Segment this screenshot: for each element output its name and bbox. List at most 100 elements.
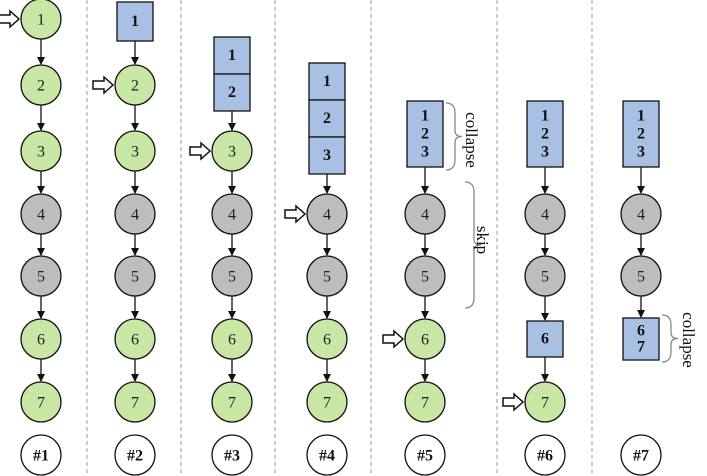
step-node-7 — [20, 381, 62, 423]
collapsed-box-label: 3 — [421, 144, 429, 161]
collapsed-box-label: 7 — [637, 339, 645, 356]
collapsed-box-label: 3 — [323, 147, 331, 164]
collapsed-box-label: 2 — [228, 84, 236, 101]
step-node-7 — [211, 381, 253, 423]
step-node-label: 5 — [37, 269, 45, 286]
step-node-label: 5 — [323, 269, 331, 286]
step-node-7 — [306, 381, 348, 423]
step-node-label: 4 — [228, 207, 236, 224]
collapsed-box-label: 1 — [228, 47, 236, 64]
pointer-arrow-icon — [382, 329, 405, 349]
step-node-label: 6 — [131, 332, 139, 349]
step-label: #2 — [127, 448, 143, 465]
step-label-circle — [114, 434, 156, 476]
step-label-circle — [211, 434, 253, 476]
collapsed-block: 123 — [622, 100, 660, 168]
step-node-label: 7 — [323, 395, 331, 412]
step-label-circle — [306, 434, 348, 476]
panel-step-5: 123 4 5 6 7 collapse skip #5 — [382, 100, 492, 476]
step-node-label: 4 — [131, 207, 139, 224]
step-node-label: 5 — [131, 269, 139, 286]
step-label: #6 — [537, 448, 553, 465]
collapsed-block: 1 — [116, 1, 154, 42]
step-node-label: 5 — [637, 269, 645, 286]
step-label-circle — [404, 434, 446, 476]
collapsed-box-label: 1 — [637, 108, 645, 125]
step-node-label: 7 — [228, 395, 236, 412]
brace-icon — [661, 314, 679, 363]
collapsed-box-label: 6 — [637, 323, 645, 340]
step-label: #7 — [633, 448, 649, 465]
pointer-arrow-icon — [189, 141, 212, 161]
step-label-circle — [20, 434, 62, 476]
brace-icon — [445, 102, 463, 171]
pointer-arrow-icon — [0, 9, 21, 29]
panel-step-2: 1 2 3 4 5 6 7 #2 — [92, 1, 156, 476]
step-node-label: 6 — [421, 332, 429, 349]
step-node-7 — [524, 381, 566, 423]
collapsed-box — [406, 100, 444, 168]
collapsed-block: 12 — [213, 36, 251, 112]
pointer-arrow-icon — [92, 75, 115, 95]
step-node-label: 1 — [37, 12, 45, 29]
step-node-7 — [114, 381, 156, 423]
step-label: #3 — [224, 448, 240, 465]
step-node-label: 2 — [131, 78, 139, 95]
step-node-label: 3 — [228, 144, 236, 161]
collapsed-box-label: 2 — [323, 110, 331, 127]
step-node-label: 4 — [637, 207, 645, 224]
step-node-label: 3 — [37, 144, 45, 161]
brace-icon — [464, 181, 482, 309]
collapsed-block: 123 — [406, 100, 444, 168]
collapsed-box — [622, 100, 660, 168]
collapsed-box — [526, 320, 564, 358]
step-node-label: 4 — [541, 207, 549, 224]
collapsed-box — [622, 317, 660, 361]
collapsed-block: 1 2 3 — [308, 62, 346, 175]
step-label-circle — [524, 434, 566, 476]
collapsed-block: 123 — [526, 100, 564, 168]
panel-step-6: 123 4 5 6 7 #6 — [502, 100, 566, 476]
panel-step-4: 1 2 3 4 5 6 7 #4 — [284, 62, 348, 476]
collapsed-box-label: 1 — [323, 73, 331, 90]
step-node-label: 7 — [131, 395, 139, 412]
step-node-label: 6 — [37, 332, 45, 349]
step-label-circle — [620, 434, 662, 476]
collapsed-box-label: 1 — [541, 108, 549, 125]
step-node-label: 6 — [228, 332, 236, 349]
step-node-label: 7 — [421, 395, 429, 412]
collapsed-box — [213, 73, 251, 112]
step-node-label: 2 — [37, 78, 45, 95]
annotation-collapse: collapse — [679, 312, 698, 368]
step-node-label: 6 — [323, 332, 331, 349]
collapsed-box — [213, 36, 251, 75]
step-node-label: 4 — [37, 207, 45, 224]
collapsed-box — [308, 62, 346, 101]
step-node-label: 7 — [541, 395, 549, 412]
collapsed-box-label: 1 — [131, 13, 139, 30]
panel-step-7: 123 4 5 67 collapse #7 — [620, 100, 698, 476]
step-node-label: 7 — [37, 395, 45, 412]
step-label: #4 — [319, 448, 335, 465]
pointer-arrow-icon — [502, 392, 525, 412]
step-label: #5 — [417, 448, 433, 465]
collapsed-box-label: 6 — [541, 331, 549, 348]
step-node-label: 5 — [421, 269, 429, 286]
annotation-collapse: collapse — [462, 112, 481, 168]
step-node-label: 5 — [228, 269, 236, 286]
collapsed-box-label: 2 — [421, 126, 429, 143]
collapsed-box — [526, 100, 564, 168]
collapsed-box-label: 1 — [421, 108, 429, 125]
step-node-label: 4 — [323, 207, 331, 224]
step-node-7 — [404, 381, 446, 423]
step-node-label: 5 — [541, 269, 549, 286]
step-node-label: 4 — [421, 207, 429, 224]
collapsed-box-label: 2 — [541, 126, 549, 143]
step-node-label: 3 — [131, 144, 139, 161]
pointer-arrow-icon — [284, 204, 307, 224]
annotation-skip: skip — [473, 226, 492, 254]
collapsed-box — [308, 99, 346, 138]
